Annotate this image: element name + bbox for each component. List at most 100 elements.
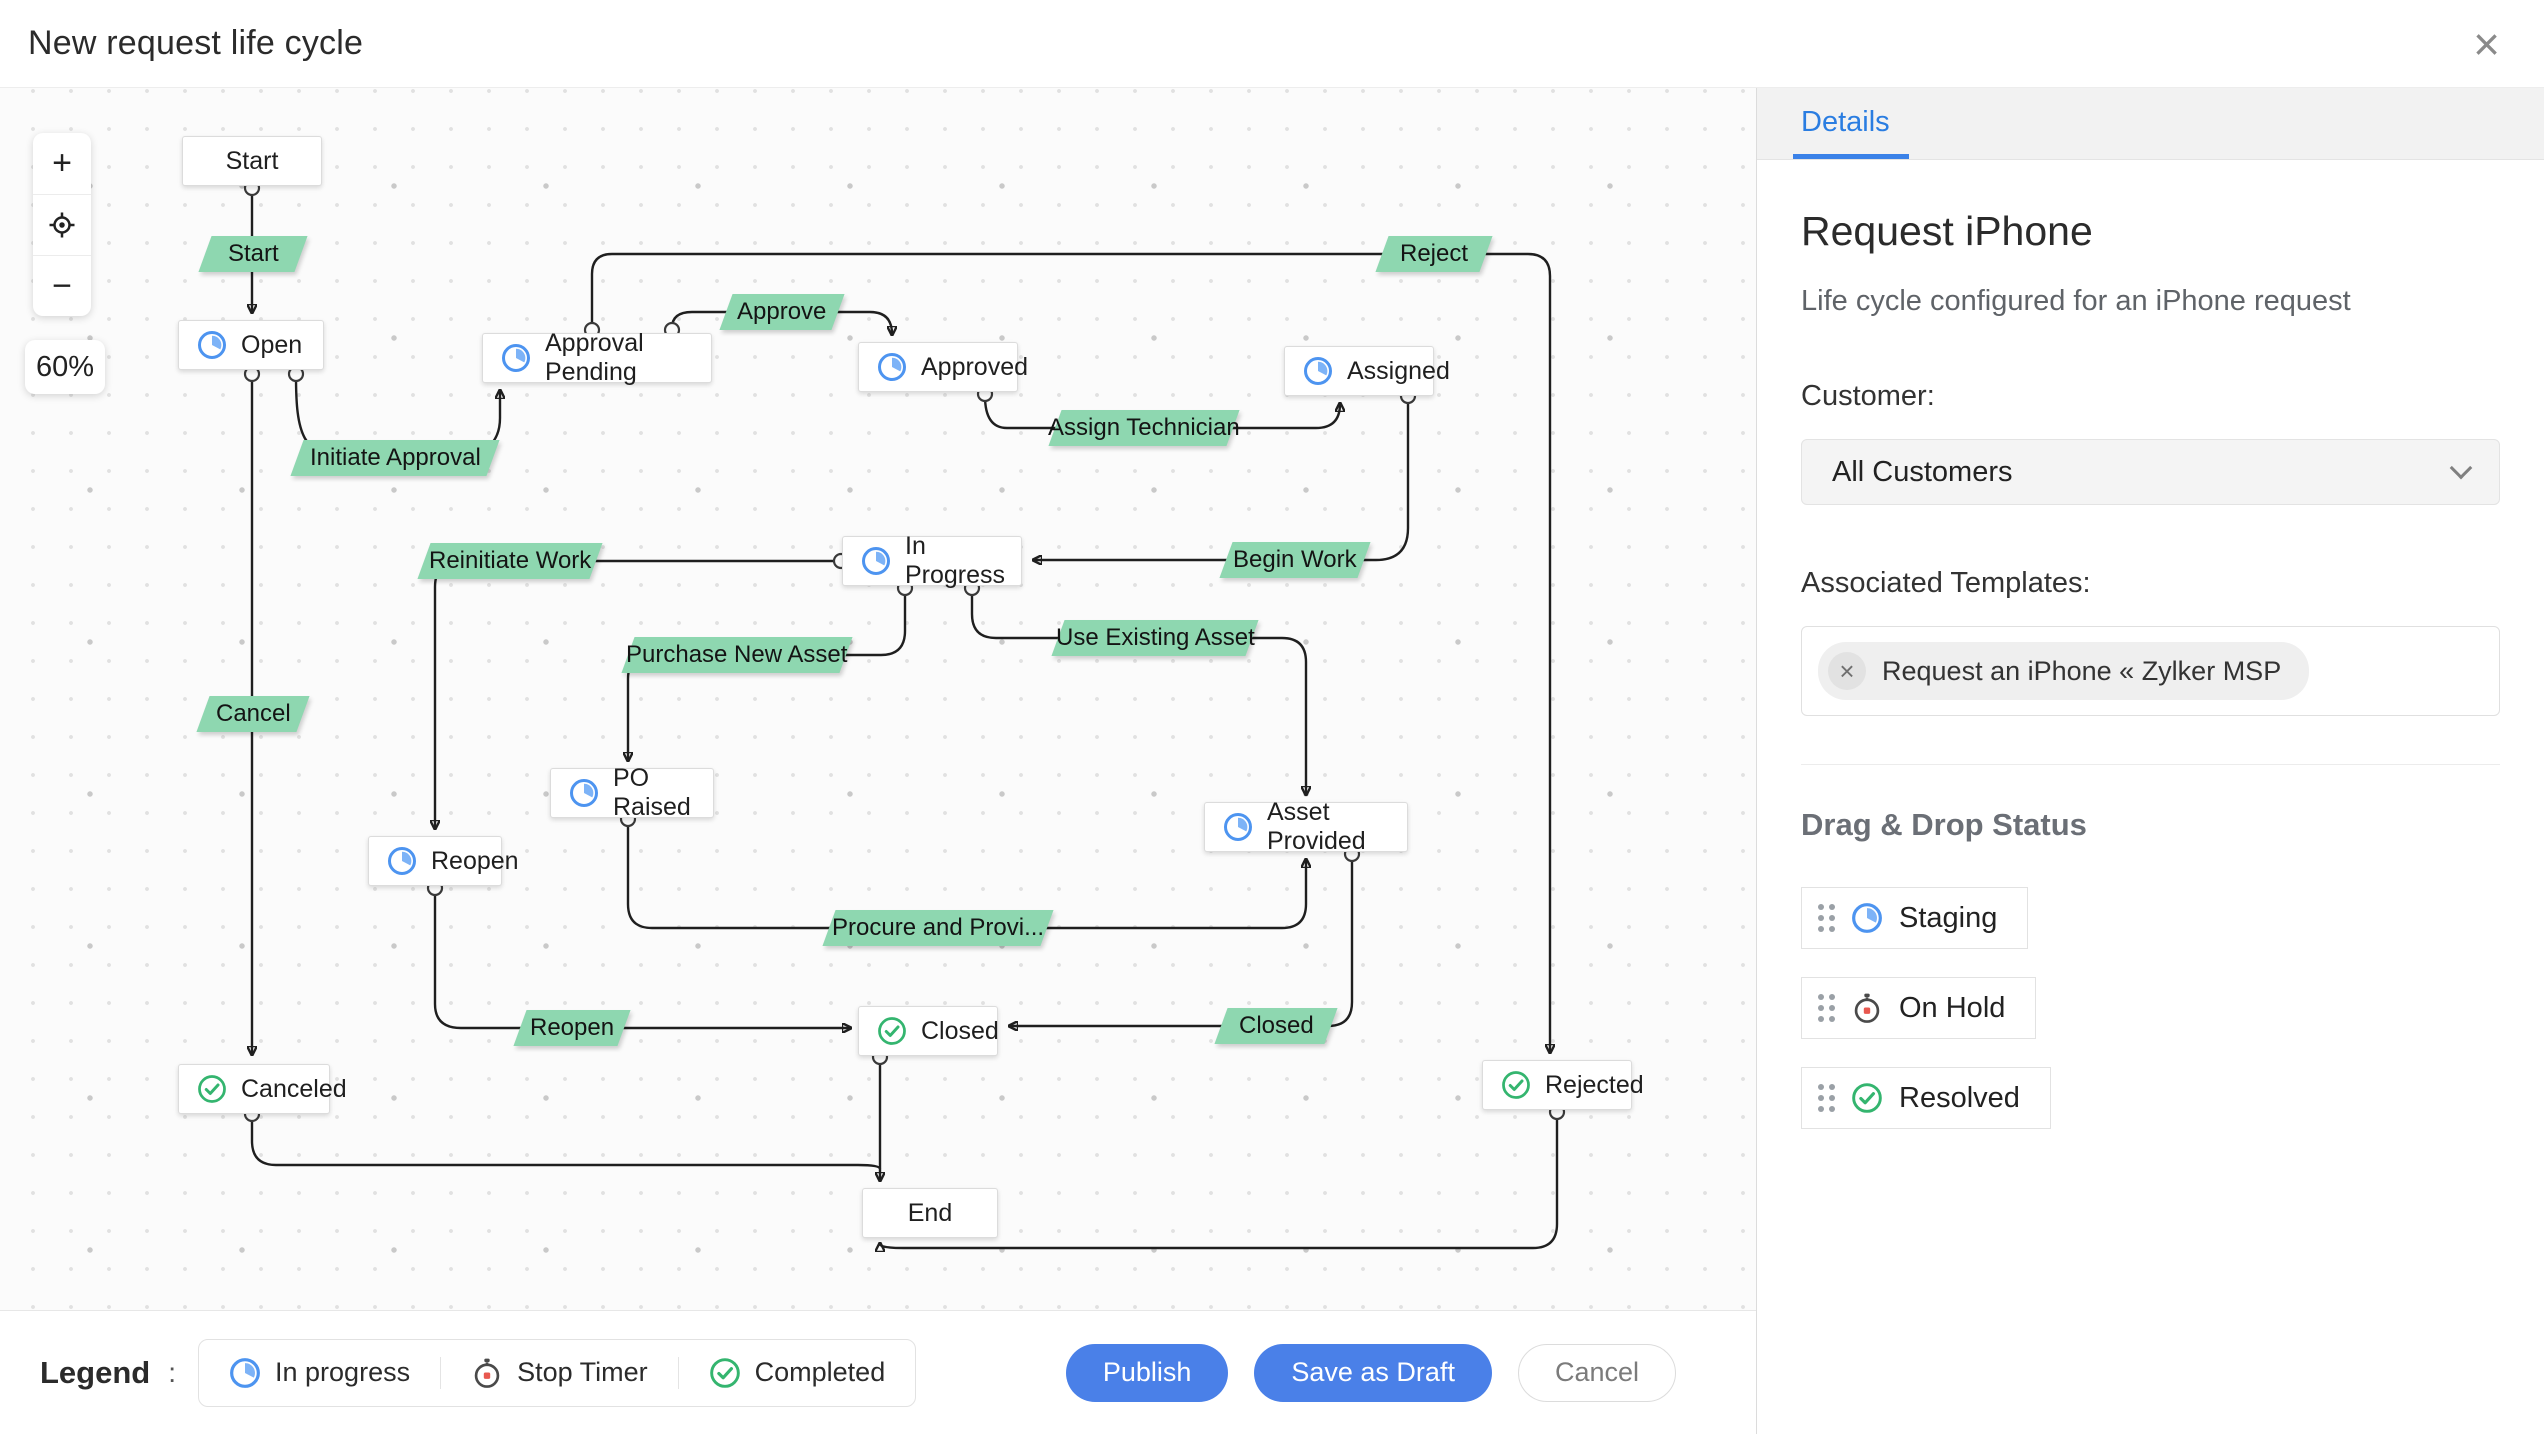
transition-label-assign-technician[interactable]: Assign Technician [1048,410,1240,446]
transition-label-initiate-approval[interactable]: Initiate Approval [290,440,500,476]
transition-label-text: Closed [1238,1012,1314,1039]
flow-node-reopen-state[interactable]: Reopen [368,836,519,886]
transition-label-begin-work[interactable]: Begin Work [1219,542,1371,578]
drag-handle-icon[interactable] [1818,1084,1835,1112]
crosshair-icon [49,212,75,238]
drag-drop-heading: Drag & Drop Status [1801,807,2087,842]
transition-label-purchase-new-asset[interactable]: Purchase New Asset [621,637,853,673]
panel-tabbar: Details [1757,88,2544,160]
tab-details[interactable]: Details [1793,106,1909,159]
in-progress-icon [388,847,416,875]
drag-status-label: Resolved [1899,1081,2020,1114]
completed-icon [1852,1083,1882,1113]
drag-status-staging[interactable]: Staging [1801,887,2029,949]
transition-label-text: Use Existing Asset [1055,624,1255,651]
completed-icon [198,1075,226,1103]
footer-buttons: Publish Save as Draft Cancel [1065,1343,1716,1402]
drag-status-on-hold[interactable]: On Hold [1801,977,2037,1039]
flow-edge [1010,856,1354,1026]
transition-label-text: Approve [737,298,827,325]
flow-node-po-raised[interactable]: PO Raised [550,764,714,821]
legend-title: Legend [40,1354,151,1390]
tab-active-underline [1793,154,1909,159]
template-chip: × Request an iPhone « Zylker MSP [1818,642,2310,700]
drag-handle-icon[interactable] [1818,994,1835,1022]
zoom-out-button[interactable]: − [33,255,91,316]
zoom-level-badge: 60% [25,340,105,394]
in-progress-icon [878,353,906,381]
legend-box: In progress Stop Timer Completed [198,1338,917,1407]
cancel-button[interactable]: Cancel [1517,1343,1676,1402]
edges-layer [243,179,1566,1310]
in-progress-icon [502,344,530,372]
transition-label-text: Start [227,240,279,267]
legend-item-label: Stop Timer [517,1357,648,1387]
tab-details-label: Details [1801,106,1890,138]
legend-item-label: In progress [275,1357,411,1387]
lifecycle-title: Request iPhone [1801,208,2093,254]
completed-icon [878,1017,906,1045]
flow-node-label: End [907,1198,953,1227]
flow-node-label: In Progress [905,532,1006,589]
drag-status-label: Staging [1899,901,1998,934]
transition-label-approve[interactable]: Approve [719,294,845,330]
in-progress-icon [1852,903,1882,933]
transition-label-text: Begin Work [1233,546,1357,573]
close-icon[interactable]: × [2473,17,2500,70]
flow-node-open[interactable]: Open [178,320,324,370]
flow-node-end[interactable]: End [862,1188,998,1238]
chip-remove-icon[interactable]: × [1828,652,1866,690]
transition-label-procure[interactable]: Procure and Provi... [822,910,1054,946]
drag-status-label: On Hold [1899,991,2006,1024]
save-as-draft-button[interactable]: Save as Draft [1254,1343,1492,1402]
transition-label-text: Reinitiate Work [428,547,592,574]
stop-timer-icon [474,1358,500,1388]
flow-node-assigned[interactable]: Assigned [1284,346,1450,396]
zoom-controls: + − [33,133,91,316]
zoom-in-button[interactable]: + [52,144,72,182]
flow-node-approval-pending[interactable]: Approval Pending [482,329,712,386]
flow-node-approved[interactable]: Approved [858,342,1028,392]
flow-node-start[interactable]: Start [182,136,322,186]
flow-node-asset-provided[interactable]: Asset Provided [1204,798,1408,855]
templates-field[interactable]: × Request an iPhone « Zylker MSP [1801,626,2500,716]
transition-label-text: Reject [1399,240,1469,267]
in-progress-icon [198,331,226,359]
flow-node-rejected[interactable]: Rejected [1482,1060,1644,1110]
transition-label-reinitiate-work[interactable]: Reinitiate Work [417,543,603,579]
transition-label-text: Cancel [215,700,291,727]
legend-colon: : [168,1356,177,1388]
legend-item-completed: Completed [677,1356,916,1389]
flow-edge [1034,398,1410,560]
publish-button[interactable]: Publish [1065,1343,1229,1402]
in-progress-icon [570,779,598,807]
flow-node-label: Approval Pending [545,329,644,386]
flow-node-label: Assigned [1347,356,1450,385]
transition-label-reject[interactable]: Reject [1375,236,1493,272]
transition-label-reopen-t[interactable]: Reopen [513,1010,631,1046]
flow-edge [880,1114,1559,1248]
flow-node-in-progress[interactable]: In Progress [842,532,1022,589]
flow-node-closed[interactable]: Closed [858,1006,999,1056]
in-progress-icon [230,1357,260,1388]
lifecycle-description: Life cycle configured for an iPhone requ… [1801,285,2351,317]
transition-label-text: Purchase New Asset [626,641,848,668]
fit-view-button[interactable] [33,194,91,255]
drag-status-resolved[interactable]: Resolved [1801,1067,2051,1129]
flow-node-label: Closed [921,1016,999,1045]
in-progress-icon [1224,813,1252,841]
transition-label-use-existing-asset[interactable]: Use Existing Asset [1051,620,1259,656]
transition-label-closed-t[interactable]: Closed [1214,1008,1338,1044]
completed-icon [709,1357,740,1388]
customer-select[interactable]: All Customers [1801,439,2500,505]
transition-label-cancel-t[interactable]: Cancel [196,696,310,732]
flow-node-label: PO Raised [613,764,691,821]
drag-handle-icon[interactable] [1818,904,1835,932]
transition-label-start-t[interactable]: Start [198,236,308,272]
flow-node-canceled[interactable]: Canceled [178,1064,347,1114]
